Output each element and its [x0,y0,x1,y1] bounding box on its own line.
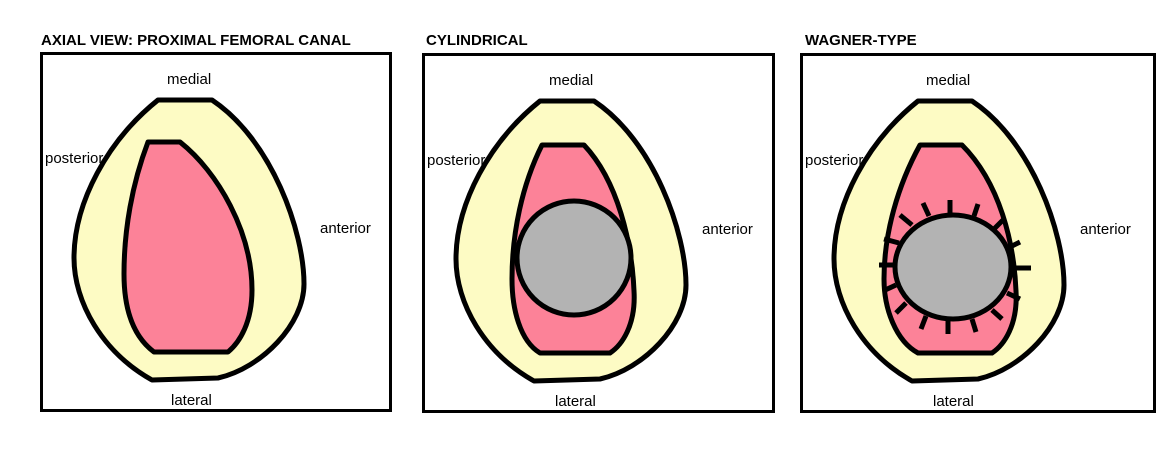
label-posterior: posterior [805,152,863,169]
label-anterior: anterior [702,221,753,238]
panel-title-cylindrical: CYLINDRICAL [426,32,528,49]
flute [992,218,1005,231]
flute [971,203,981,217]
flute [920,201,932,218]
panel-cylindrical: medial posterior anterior lateral [422,53,775,413]
wagner-stem [892,212,1014,322]
label-posterior: posterior [427,152,485,169]
panel-axial-view: medial posterior anterior lateral [40,52,392,412]
label-anterior: anterior [1080,221,1131,238]
flute [969,318,979,333]
label-posterior: posterior [45,150,103,167]
flute [918,315,929,330]
medullary-canal [121,139,255,355]
flute [1005,290,1022,302]
panel-title-axial-view: AXIAL VIEW: PROXIMAL FEMORAL CANAL [41,32,351,49]
flute [1006,239,1022,251]
flute [881,282,898,294]
label-lateral: lateral [555,393,596,410]
panel-title-wagner-type: WAGNER-TYPE [805,32,917,49]
label-medial: medial [926,72,970,89]
label-lateral: lateral [933,393,974,410]
flute [894,301,908,315]
flute [883,236,900,246]
cylindrical-stem [514,198,634,318]
label-lateral: lateral [171,392,212,409]
label-medial: medial [167,71,211,88]
flute [898,213,914,227]
label-anterior: anterior [320,220,371,237]
label-medial: medial [549,72,593,89]
flute [990,308,1004,321]
stem-flutes [879,200,1031,334]
panel-wagner-type: medial posterior anterior lateral [800,53,1156,413]
